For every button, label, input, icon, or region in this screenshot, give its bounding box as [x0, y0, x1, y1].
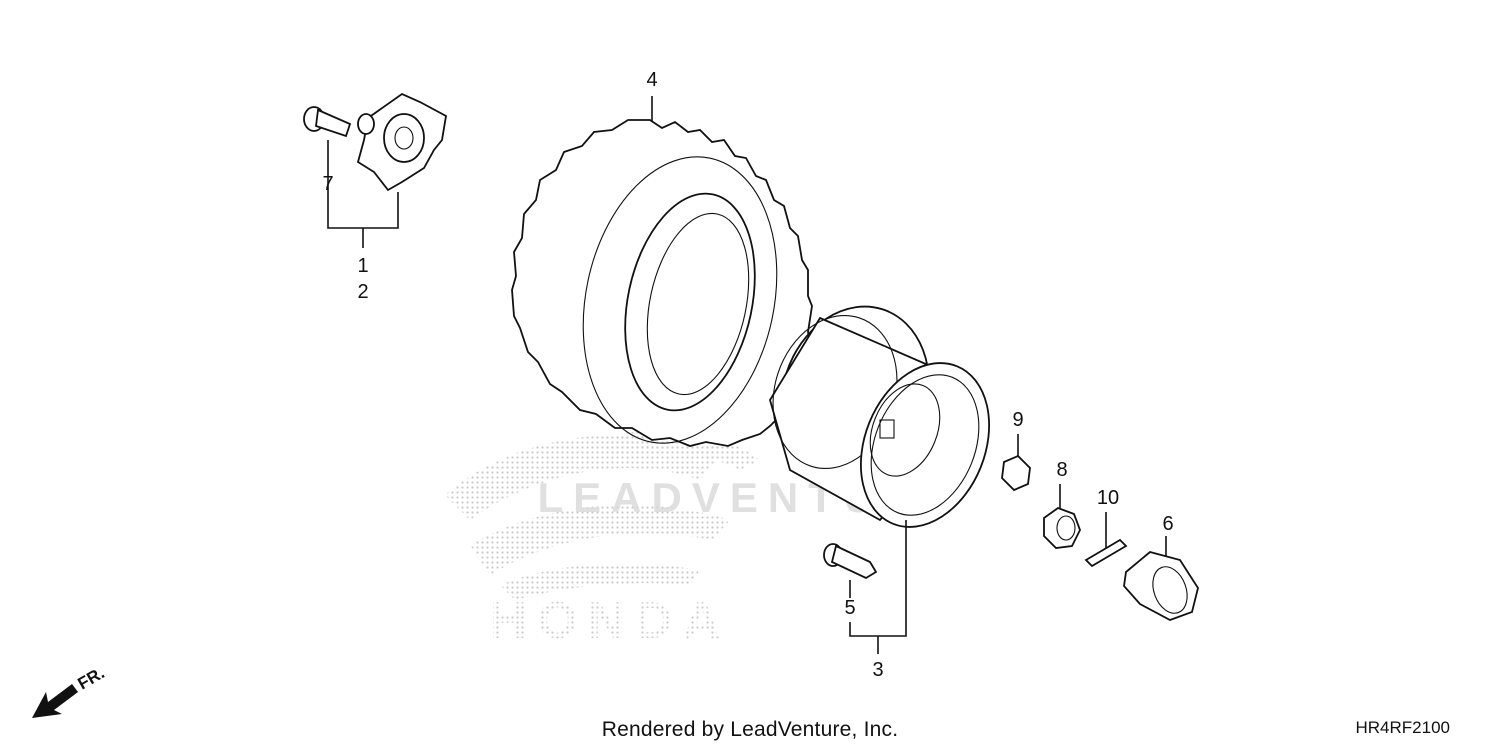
cotter-pin-body — [1084, 538, 1128, 568]
tire-inner-edge — [646, 212, 750, 396]
diagram-code: HR4RF2100 — [1355, 718, 1451, 737]
spacer-nut-body — [1001, 454, 1031, 492]
cotter-pin — [1084, 538, 1128, 568]
callout-2: 2 — [357, 281, 368, 303]
callouts: 4 7 1 2 9 8 10 6 5 3 — [322, 69, 1173, 681]
front-label: FR. — [75, 663, 108, 693]
front-direction-indicator: FR. — [32, 663, 108, 718]
rim-outer-flange — [860, 362, 990, 528]
honda-wing-watermark — [445, 429, 760, 600]
hub-stud — [357, 113, 375, 135]
hub-cap — [1123, 551, 1199, 621]
callout-9: 9 — [1012, 409, 1023, 431]
valve-stem-body — [830, 544, 878, 580]
rim-center-disc — [869, 383, 941, 477]
hub-cap-body — [1123, 551, 1199, 621]
rim-outer-lip — [870, 374, 980, 516]
tire — [511, 119, 813, 447]
honda-watermark-text: HONDA — [490, 592, 731, 650]
callout-5: 5 — [844, 597, 855, 619]
hub-bolt — [303, 106, 352, 138]
castle-nut — [1043, 506, 1081, 549]
callout-8: 8 — [1056, 459, 1067, 481]
spacer-nut — [1001, 454, 1031, 492]
leader-3-5-bracket — [849, 520, 907, 637]
hub-center-hole — [394, 126, 414, 150]
callout-7: 7 — [322, 173, 333, 195]
castle-nut-hole — [1056, 515, 1076, 541]
leader-lines — [327, 96, 1167, 654]
wheel-rim — [769, 305, 990, 528]
valve-stem — [823, 543, 878, 580]
front-arrow-icon — [32, 684, 78, 718]
callout-10: 10 — [1097, 487, 1119, 509]
callout-3: 3 — [872, 659, 883, 681]
callout-6: 6 — [1162, 513, 1173, 535]
hub-bolt-shank — [315, 108, 352, 138]
tire-sidewall-edge — [582, 156, 778, 444]
rim-hub-bolt — [879, 419, 895, 439]
callout-1: 1 — [357, 255, 368, 277]
hub-boss — [383, 113, 425, 163]
callout-4: 4 — [646, 69, 657, 91]
hub-cap-face — [1152, 566, 1188, 614]
tire-bead-opening — [624, 192, 756, 412]
rendered-by-credit: Rendered by LeadVenture, Inc. — [601, 718, 899, 741]
wheel-hub — [356, 92, 447, 192]
